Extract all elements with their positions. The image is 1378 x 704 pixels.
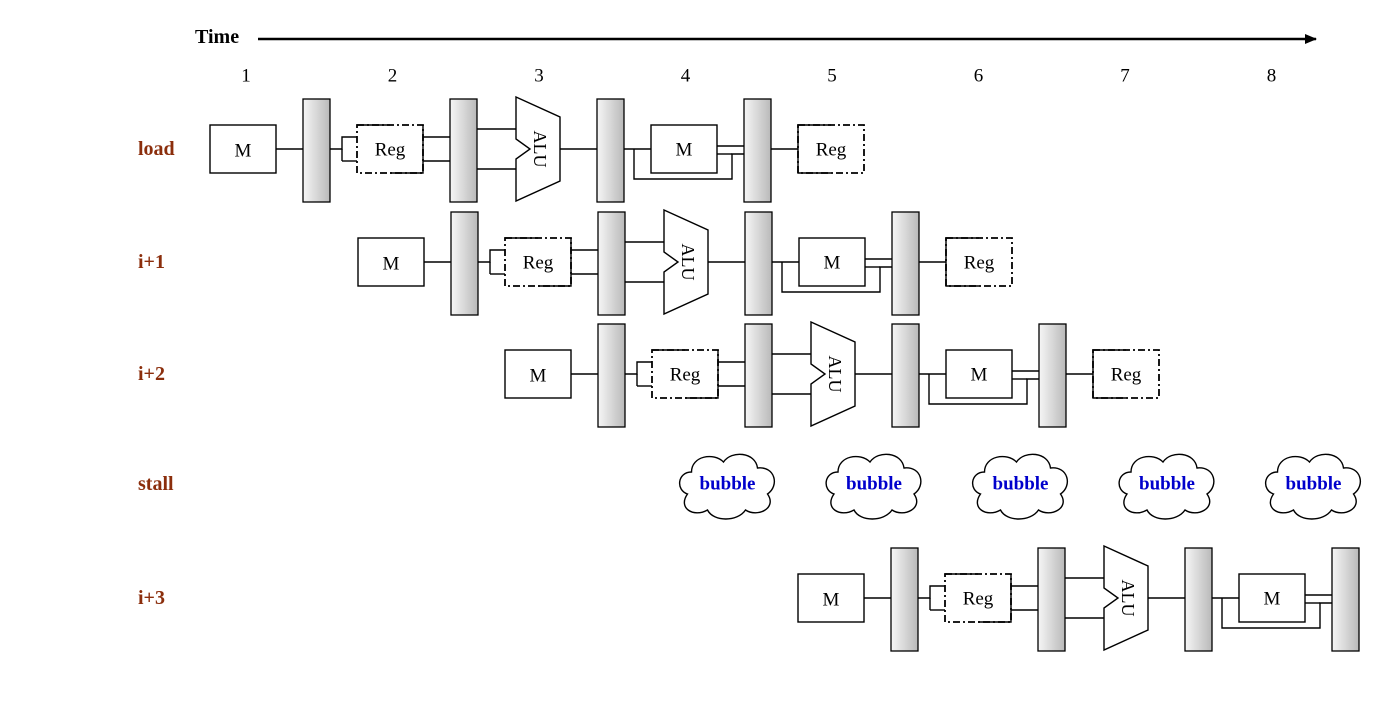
- data-memory-box: [798, 237, 866, 287]
- alu-shape: [1103, 544, 1149, 652]
- pipeline-latch: [743, 98, 772, 203]
- instruction-memory-box: [357, 237, 425, 287]
- pipeline-latch: [1331, 547, 1360, 652]
- bubble-label: bubble: [993, 474, 1049, 495]
- pipeline-latch: [597, 211, 626, 316]
- register-read-box: [356, 124, 424, 174]
- cloud-shape: [825, 453, 922, 520]
- register-label: Reg: [670, 365, 701, 386]
- alu-shape: [515, 95, 561, 203]
- pipeline-latch: [744, 323, 773, 428]
- cloud-shape: [1118, 453, 1215, 520]
- bubble-cloud: bubble: [825, 453, 922, 520]
- instruction-row: M Reg ALU M Reg: [504, 320, 1160, 428]
- alu-label: ALU: [1118, 580, 1138, 617]
- cloud-shape: [972, 453, 1069, 520]
- bubble-label: bubble: [1139, 474, 1195, 495]
- row-label-stall: stall: [138, 473, 174, 495]
- cloud-shape: [679, 453, 776, 520]
- cycle-number-row: 1 2 3 4 5 6 7 8: [241, 66, 1276, 87]
- cycle-number: 3: [534, 66, 544, 87]
- cycle-number: 8: [1267, 66, 1277, 87]
- pipeline-latch: [1038, 323, 1067, 428]
- bubble-label: bubble: [1286, 474, 1342, 495]
- pipeline-latch: [596, 98, 625, 203]
- memory-label: M: [824, 253, 841, 274]
- pipeline-latch: [302, 98, 331, 203]
- register-label: Reg: [963, 589, 994, 610]
- memory-label: M: [383, 254, 400, 275]
- cycle-number: 2: [388, 66, 398, 87]
- alu-label: ALU: [530, 131, 550, 168]
- memory-label: M: [823, 590, 840, 611]
- data-memory-box: [945, 349, 1013, 399]
- alu-label: ALU: [678, 244, 698, 281]
- pipeline-latch: [450, 211, 479, 316]
- register-read-box: [504, 237, 572, 287]
- bubble-cloud: bubble: [1118, 453, 1215, 520]
- memory-label: M: [530, 366, 547, 387]
- pipeline-latch: [891, 323, 920, 428]
- register-label: Reg: [1111, 365, 1142, 386]
- bubble-label: bubble: [846, 474, 902, 495]
- instruction-memory-box: [504, 349, 572, 399]
- cycle-number: 1: [241, 66, 251, 87]
- bubble-cloud: bubble: [972, 453, 1069, 520]
- memory-label: M: [1264, 589, 1281, 610]
- register-label: Reg: [816, 140, 847, 161]
- pipeline-latch: [1184, 547, 1213, 652]
- pipeline-latch: [891, 211, 920, 316]
- instruction-labels: load i+1 i+2 stall i+3: [138, 138, 175, 609]
- alu-label: ALU: [825, 356, 845, 393]
- memory-label: M: [971, 365, 988, 386]
- instruction-row: M Reg ALU M Reg: [209, 95, 865, 203]
- cycle-number: 4: [681, 66, 691, 87]
- memory-label: M: [676, 140, 693, 161]
- alu-shape: [810, 320, 856, 428]
- cycle-number: 6: [974, 66, 984, 87]
- pipeline-latch: [449, 98, 478, 203]
- row-label-i1: i+1: [138, 251, 165, 273]
- register-label: Reg: [523, 253, 554, 274]
- pipeline-latch: [890, 547, 919, 652]
- bubble-cloud: bubble: [679, 453, 776, 520]
- bubble-label: bubble: [700, 474, 756, 495]
- pipeline-latch: [744, 211, 773, 316]
- alu-shape: [663, 208, 709, 316]
- cycle-number: 7: [1120, 66, 1130, 87]
- register-label: Reg: [375, 140, 406, 161]
- register-read-box: [944, 573, 1012, 623]
- row-label-i2: i+2: [138, 363, 165, 385]
- instruction-memory-box: [797, 573, 865, 623]
- memory-label: M: [235, 141, 252, 162]
- cycle-number: 5: [827, 66, 837, 87]
- register-read-box: [651, 349, 719, 399]
- cloud-shape: [1265, 453, 1362, 520]
- pipeline-latch: [1037, 547, 1066, 652]
- instruction-row: M Reg ALU M: [797, 544, 1360, 652]
- time-label: Time: [195, 26, 239, 48]
- row-label-load: load: [138, 138, 175, 160]
- row-label-i3: i+3: [138, 587, 165, 609]
- data-memory-box: [650, 124, 718, 174]
- pipeline-latch: [597, 323, 626, 428]
- data-memory-box: [1238, 573, 1306, 623]
- instruction-row: M Reg ALU M Reg: [357, 208, 1013, 316]
- bubble-cloud: bubble: [1265, 453, 1362, 520]
- stall-bubbles: bubble bubble bubble bubble bubble: [679, 453, 1362, 520]
- register-label: Reg: [964, 253, 995, 274]
